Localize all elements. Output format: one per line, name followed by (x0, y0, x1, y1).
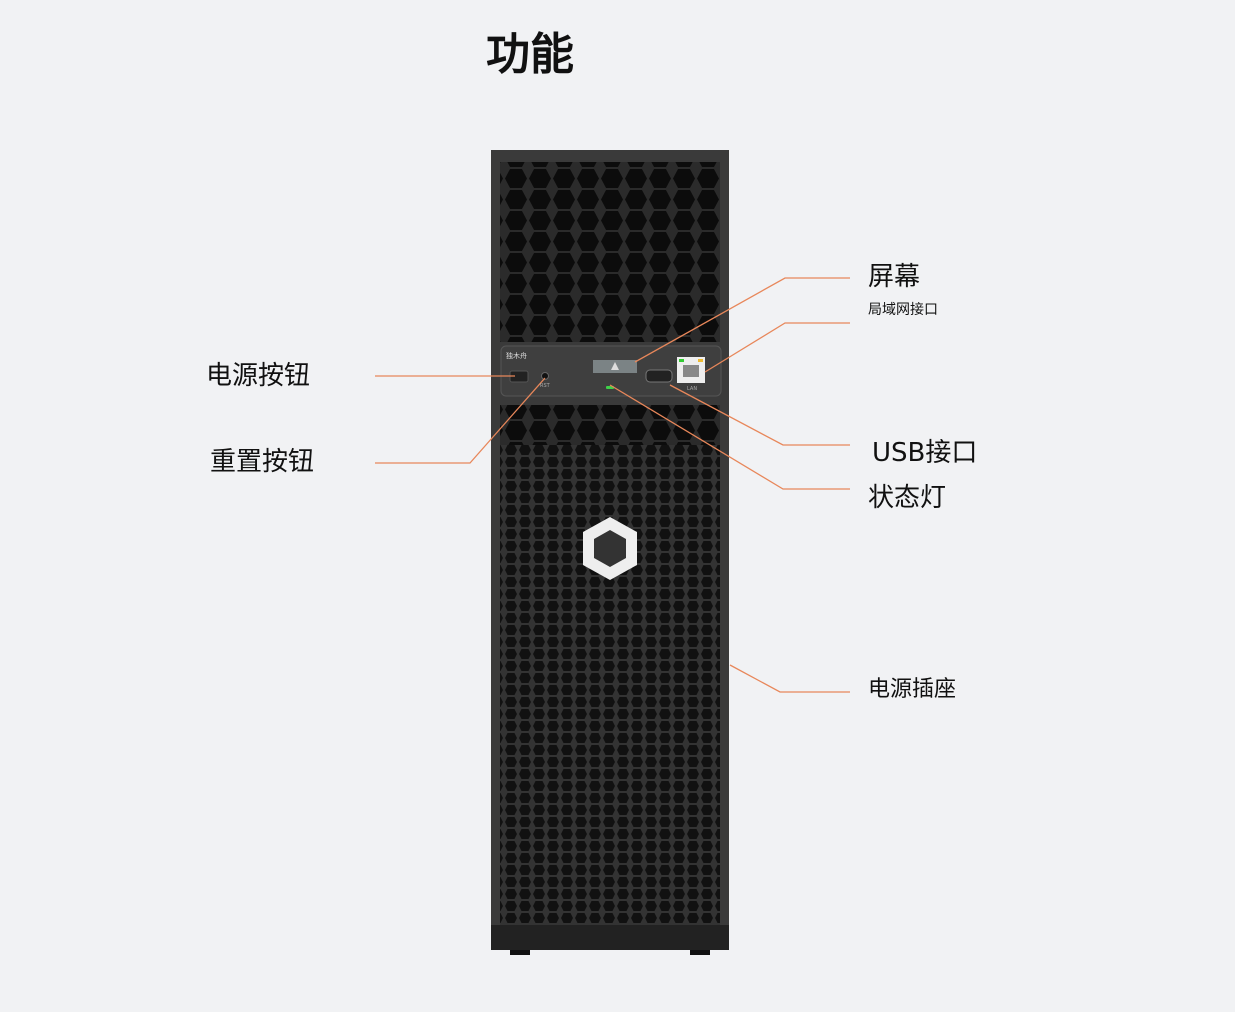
usb-port[interactable] (645, 369, 673, 383)
reset-button[interactable] (541, 372, 549, 380)
lan-text: LAN (687, 386, 698, 392)
reset-text: RST (540, 383, 550, 389)
logo-icon (611, 362, 619, 370)
label-reset-button: 重置按钮 (210, 447, 315, 477)
label-power-button: 电源按钮 (206, 361, 311, 391)
label-power-socket: 电源插座 (868, 677, 957, 702)
leader-lines (375, 277, 850, 693)
label-lan-port: 局域网接口 (868, 302, 938, 318)
label-usb-port: USB接口 (872, 438, 978, 468)
front-panel (500, 345, 722, 397)
label-status-light: 状态灯 (868, 483, 947, 513)
top-grille (500, 162, 720, 342)
page-title: 功能 (486, 29, 574, 80)
brand-text: 独木舟 (506, 352, 527, 360)
label-screen: 屏幕 (868, 262, 921, 292)
center-logo-icon (583, 517, 637, 580)
